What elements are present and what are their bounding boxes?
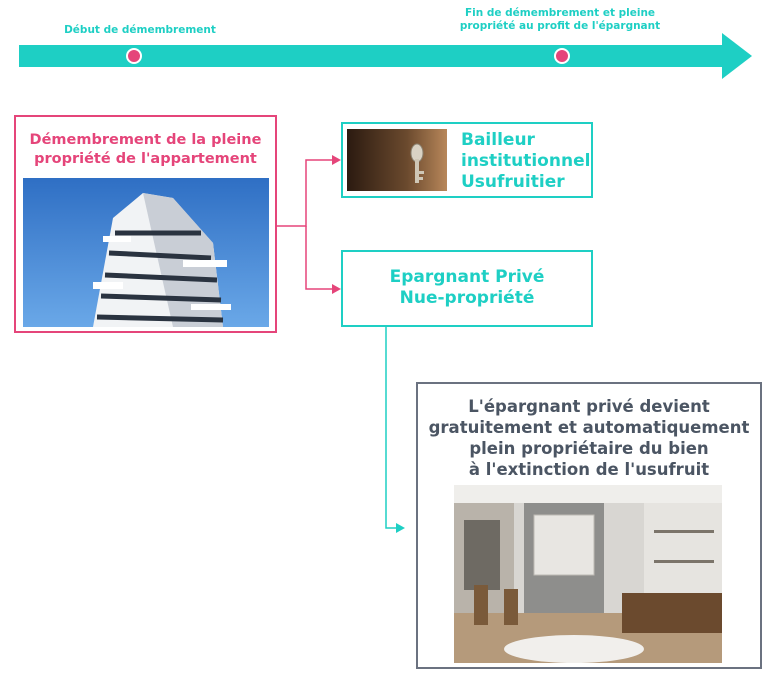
saver-label-line1: Epargnant Privé [389,267,545,287]
timeline-end-label-line2: propriété au profit de l'épargnant [459,20,661,32]
timeline-arrow [19,33,752,79]
dismemberment-title-line2: propriété de l'appartement [34,151,257,167]
landlord-label-line3: Usufruitier [461,172,565,192]
dismemberment-title-line1: Démembrement de la pleine [29,132,262,148]
outcome-text-line1: L'épargnant privé devient [468,397,710,416]
timeline-end-marker [554,48,570,64]
outcome-text-line4: à l'extinction de l'usufruit [468,460,710,479]
outcome-text-line2: gratuitement et automatiquement [428,418,750,437]
saver-box: Epargnant Privé Nue-propriété [341,250,593,327]
outcome-box: L'épargnant privé devient gratuitement e… [416,382,762,669]
outcome-text-line3: plein propriétaire du bien [469,439,709,458]
dismemberment-box: Démembrement de la pleine propriété de l… [14,115,277,333]
timeline-arrowhead [722,33,752,79]
timeline-end-label: Fin de démembrement et pleine propriété … [440,7,680,33]
saver-label: Epargnant Privé Nue-propriété [343,267,591,309]
connector-to-outcome [385,327,396,529]
landlord-box: Bailleur institutionnel Usufruitier [341,122,593,198]
landlord-label: Bailleur institutionnel Usufruitier [461,130,590,193]
arrowhead-landlord [332,155,341,165]
timeline-start-label: Début de démembrement [64,24,216,36]
interior-image [454,485,722,663]
connector-to-saver [305,226,332,290]
building-image [23,178,269,327]
arrowhead-outcome [396,523,405,533]
timeline-end-label-line1: Fin de démembrement et pleine [464,7,656,19]
outcome-text: L'épargnant privé devient gratuitement e… [418,396,760,480]
connector-to-landlord [277,159,332,227]
keys-image [347,129,447,191]
timeline-start-marker [126,48,142,64]
landlord-label-line2: institutionnel [461,151,591,171]
arrowhead-saver [332,284,341,294]
timeline-bar [19,45,725,67]
landlord-label-line1: Bailleur [461,130,535,150]
saver-label-line2: Nue-propriété [399,288,535,308]
dismemberment-title: Démembrement de la pleine propriété de l… [16,131,275,169]
